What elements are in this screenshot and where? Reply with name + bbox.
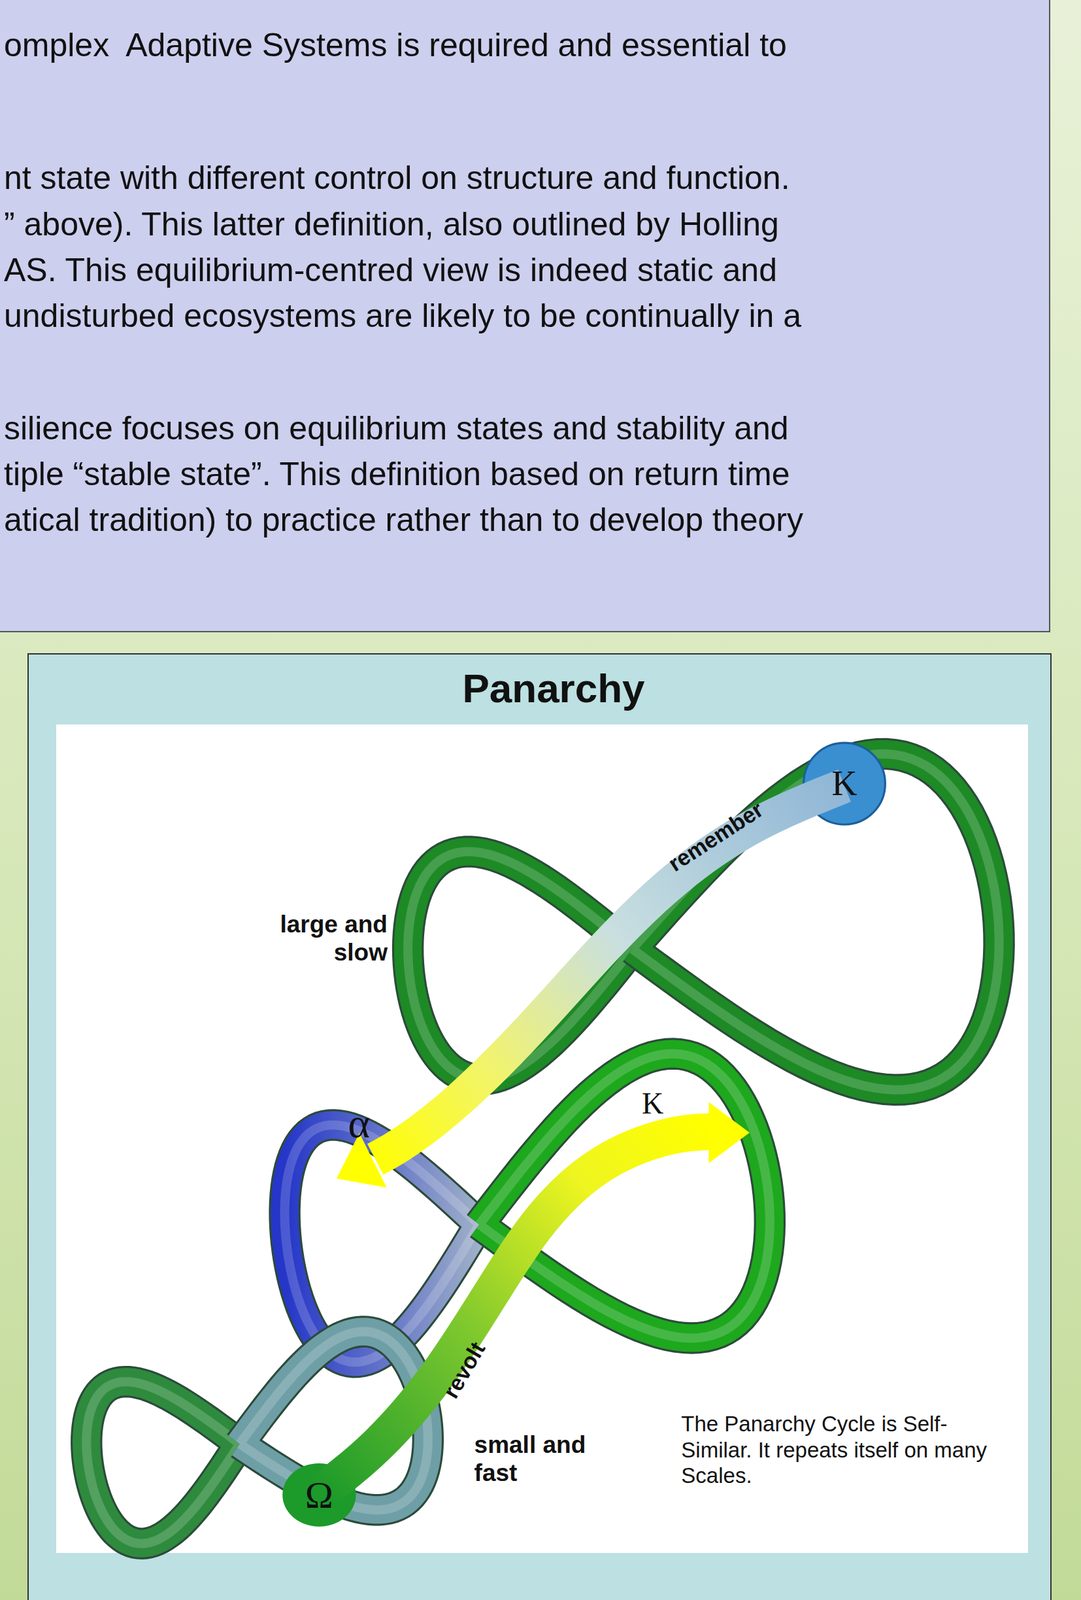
scale-label: small and fast xyxy=(474,1430,632,1487)
revolt-arrowhead xyxy=(708,1101,749,1163)
body-text-line: omplex Adaptive Systems is required and … xyxy=(3,26,787,65)
scale-label: large and slow xyxy=(230,910,388,966)
remember-band xyxy=(375,785,845,1159)
body-text-line: AS. This equilibrium-centred view is ind… xyxy=(3,251,778,290)
figure-caption: The Panarchy Cycle is Self-Similar. It r… xyxy=(681,1410,1008,1489)
body-text-line: atical tradition) to practice rather tha… xyxy=(3,501,804,540)
body-text-line: nt state with different control on struc… xyxy=(3,159,791,198)
phase-symbol: K xyxy=(831,762,857,804)
body-text-line: ” above). This latter definition, also o… xyxy=(3,205,780,244)
panel-title: Panarchy xyxy=(462,664,645,712)
middle-loop xyxy=(479,1053,770,1338)
middle-loop-sheen xyxy=(479,1053,770,1338)
small-fast-loop xyxy=(86,1380,240,1544)
small-fast-loop-edge xyxy=(86,1380,240,1544)
revolt-band xyxy=(321,1131,715,1492)
body-text-line: tiple “stable state”. This definition ba… xyxy=(3,455,791,494)
body-text-line: undisturbed ecosystems are likely to be … xyxy=(3,297,802,336)
body-text-line: silience focuses on equilibrium states a… xyxy=(3,409,789,448)
middle-loop-edge xyxy=(479,1053,770,1338)
phase-symbol: K xyxy=(641,1086,664,1121)
phase-symbol: α xyxy=(347,1098,370,1148)
phase-symbol: Ω xyxy=(305,1473,334,1517)
small-fast-loop-sheen xyxy=(86,1380,240,1544)
